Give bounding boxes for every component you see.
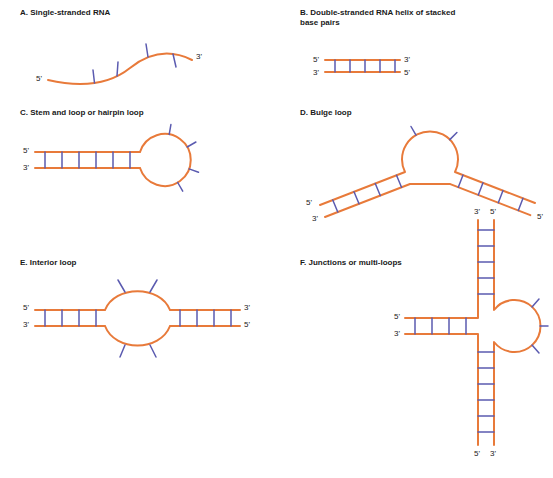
rna-strand bbox=[35, 291, 240, 310]
base-pairs bbox=[415, 230, 494, 432]
base-pairs bbox=[335, 60, 395, 72]
strand-end: 5' bbox=[36, 74, 42, 84]
strand-end: 3' bbox=[196, 52, 202, 62]
strand-end: 5' bbox=[537, 212, 543, 222]
strand-end: 5' bbox=[313, 55, 319, 65]
base-pairs bbox=[45, 152, 130, 168]
rna-strand bbox=[35, 326, 240, 346]
strand-end: 3' bbox=[313, 68, 319, 78]
strand-end: 3' bbox=[404, 55, 410, 65]
strand-end: 3' bbox=[23, 320, 29, 330]
strand-end: 5' bbox=[474, 449, 480, 459]
strand-end: 5' bbox=[490, 207, 496, 217]
panel-c bbox=[35, 125, 199, 192]
rna-strand bbox=[48, 54, 192, 84]
rna-strand bbox=[325, 60, 400, 72]
strand-end: 3' bbox=[312, 214, 318, 224]
strand-end: 3' bbox=[23, 163, 29, 173]
base-ticks bbox=[93, 44, 176, 83]
base-ticks bbox=[169, 125, 198, 192]
base-ticks bbox=[532, 299, 548, 353]
strand-end: 3' bbox=[394, 329, 400, 339]
strand-end: 5' bbox=[404, 68, 410, 78]
rna-strand bbox=[405, 220, 478, 318]
strand-end: 5' bbox=[23, 303, 29, 313]
panel-f bbox=[405, 220, 548, 445]
rna-strand bbox=[35, 134, 191, 186]
strand-end: 5' bbox=[394, 312, 400, 322]
rna-strand bbox=[494, 220, 540, 445]
strand-end: 3' bbox=[474, 207, 480, 217]
strand-end: 3' bbox=[244, 303, 250, 313]
panel-title: B. Double-stranded RNA helix of stacked … bbox=[300, 8, 460, 28]
panel-title: D. Bulge loop bbox=[300, 108, 352, 118]
base-pairs bbox=[333, 175, 523, 212]
panel-title: C. Stem and loop or hairpin loop bbox=[20, 108, 144, 118]
panel-b bbox=[325, 60, 400, 72]
strand-end: 5' bbox=[23, 146, 29, 156]
base-ticks bbox=[411, 127, 457, 140]
panel-d bbox=[320, 127, 535, 218]
panel-title: E. Interior loop bbox=[20, 258, 76, 268]
rna-strand bbox=[320, 131, 535, 205]
strand-end: 5' bbox=[244, 320, 250, 330]
rna-strand bbox=[405, 334, 478, 445]
base-ticks bbox=[118, 280, 157, 357]
panel-title: A. Single-stranded RNA bbox=[20, 8, 110, 18]
base-pairs bbox=[45, 310, 231, 326]
panel-title: F. Junctions or multi-loops bbox=[300, 258, 402, 268]
strand-end: 5' bbox=[306, 198, 312, 208]
strand-end: 3' bbox=[490, 449, 496, 459]
panel-a bbox=[48, 44, 192, 84]
panel-e bbox=[35, 280, 240, 357]
